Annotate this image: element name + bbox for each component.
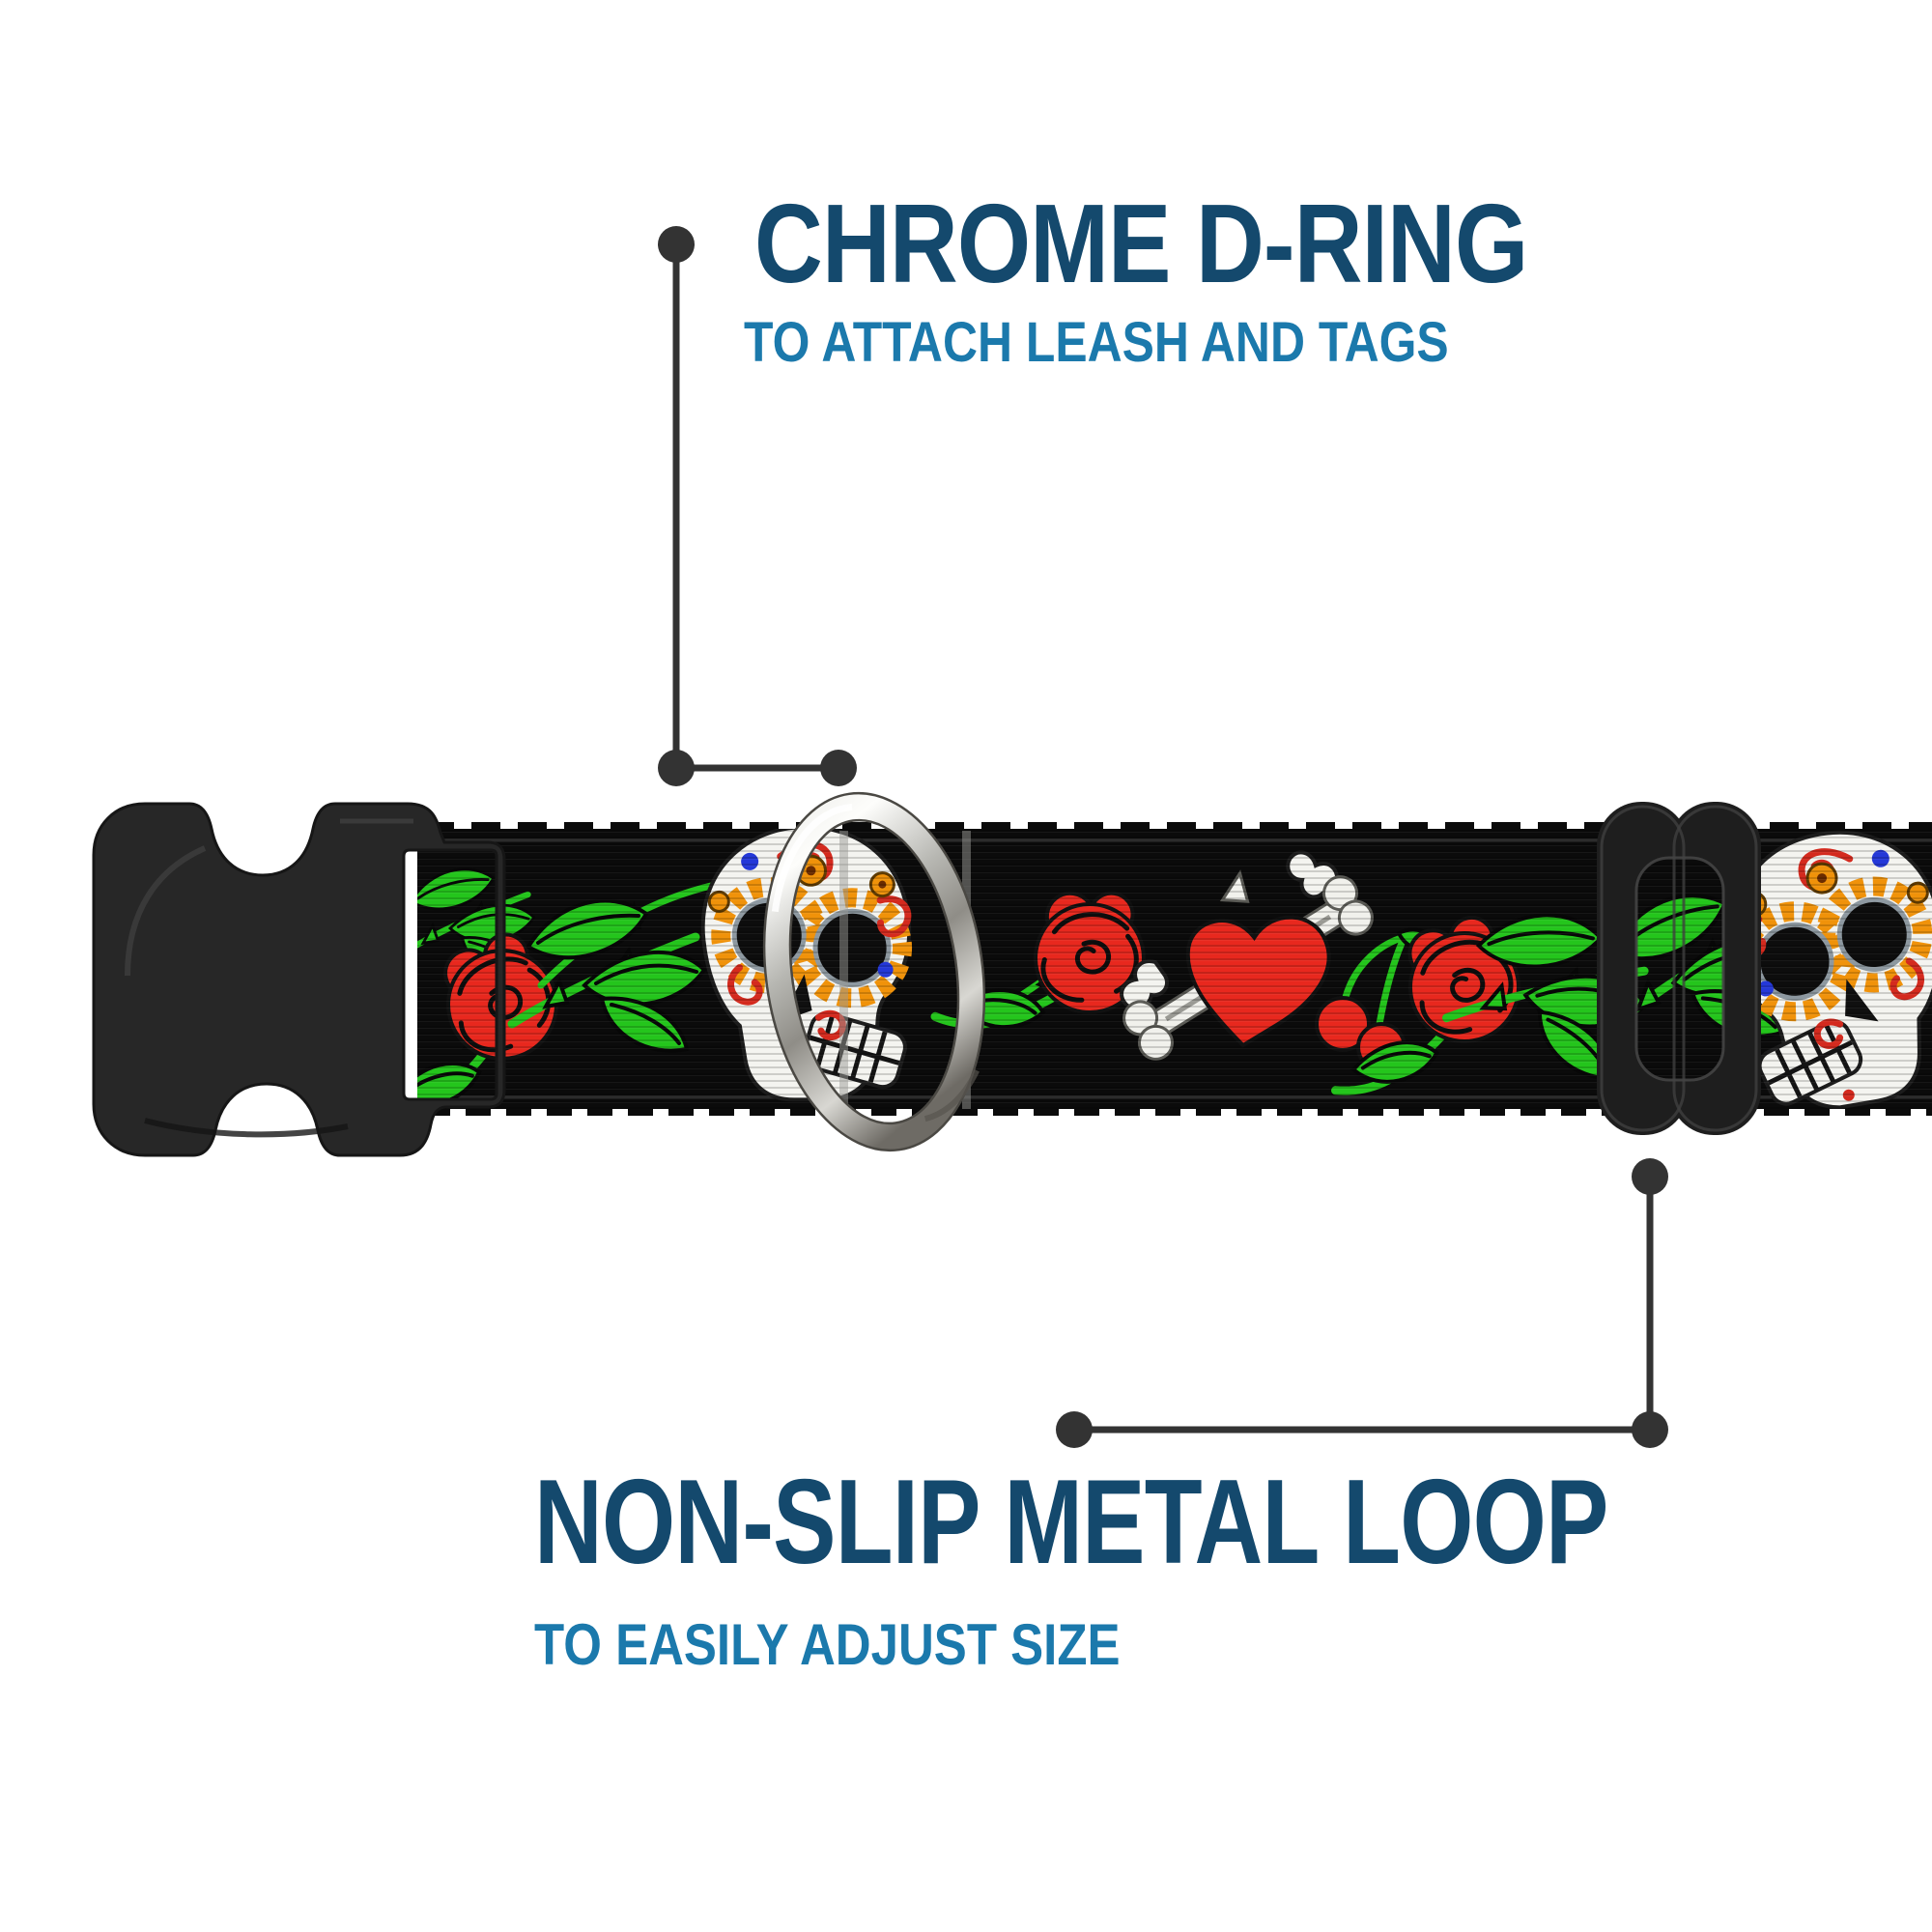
leader-bottom (1056, 1158, 1668, 1448)
leader-top-end-dot (820, 750, 857, 786)
metal-slider-loop (1584, 792, 1777, 1150)
callout-top-title: CHROME D-RING (754, 181, 1528, 306)
callout-bottom-title: NON-SLIP METAL LOOP (534, 1456, 1608, 1589)
leader-top (658, 226, 857, 786)
leader-bottom-start-dot (1632, 1158, 1668, 1195)
leader-top-elbow-dot (658, 750, 695, 786)
callout-bottom-subtitle: TO EASILY ADJUST SIZE (534, 1612, 1121, 1677)
leader-top-start-dot (658, 226, 695, 263)
callout-top-subtitle: TO ATTACH LEASH AND TAGS (744, 311, 1449, 374)
d-ring-back-bar (839, 831, 848, 1109)
chrome-d-ring (762, 791, 986, 1152)
leader-bottom-elbow-dot (1632, 1411, 1668, 1448)
buckle (92, 802, 506, 1157)
leader-bottom-end-dot (1056, 1411, 1093, 1448)
